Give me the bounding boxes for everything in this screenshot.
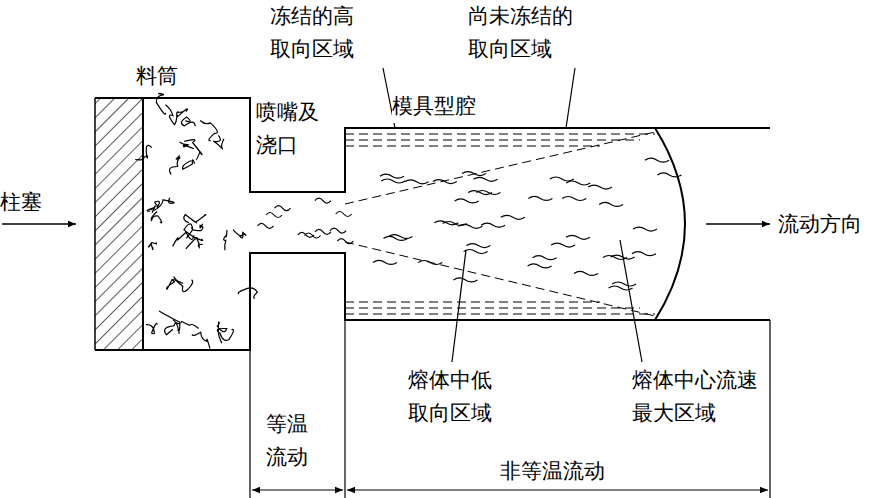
- molecule-dash: [405, 180, 429, 184]
- plunger-hatch: [95, 98, 143, 350]
- molecule-dash: [645, 158, 669, 162]
- molecule-dash: [566, 181, 590, 185]
- polymer-coil: [266, 213, 282, 218]
- polymer-coil: [192, 332, 210, 348]
- polymer-coil: [159, 311, 180, 331]
- polymer-coil: [147, 206, 155, 213]
- polymer-coil: [224, 230, 227, 250]
- molecule-dash: [468, 191, 492, 195]
- polymer-coil: [180, 142, 195, 149]
- molecule-dash: [633, 227, 657, 231]
- polymer-coil: [154, 198, 174, 211]
- molecule-dash: [434, 221, 458, 225]
- molecule-dash: [455, 199, 479, 203]
- molecule-dash: [566, 235, 590, 239]
- polymer-coil: [151, 212, 162, 223]
- label: 料筒: [136, 60, 199, 93]
- polymer-coil: [213, 135, 224, 149]
- molecule-dash: [657, 173, 681, 177]
- polymer-coil: [275, 206, 291, 211]
- molecule-dash: [588, 185, 612, 189]
- polymer-coil: [146, 323, 157, 333]
- polymer-coil: [218, 329, 233, 343]
- polymer-coil: [136, 145, 152, 160]
- polymer-coil: [217, 322, 227, 332]
- molecule-dash: [433, 180, 457, 184]
- frozen-layer: [345, 132, 655, 316]
- molecule-dash: [612, 282, 636, 286]
- polymer-coil: [165, 105, 177, 125]
- polymer-coil: [336, 212, 352, 217]
- molecule-dash: [458, 224, 482, 228]
- polymer-coil: [167, 280, 184, 289]
- molecule-dash: [551, 243, 575, 247]
- label: 柱塞: [0, 186, 63, 219]
- label: 喷嘴及 浇口: [256, 96, 330, 162]
- melt-front: [655, 128, 685, 320]
- molecule-dash: [466, 244, 490, 248]
- molecule-dash: [373, 260, 397, 264]
- molecule-dash: [574, 271, 598, 275]
- polymer-coil: [183, 160, 195, 169]
- polymer-coil: [200, 120, 217, 140]
- molecule-dash: [464, 250, 488, 254]
- polymer-coil: [258, 223, 274, 228]
- polymer-coil: [156, 93, 165, 114]
- molecule-dash: [562, 197, 586, 201]
- molecule-dash: [599, 202, 623, 206]
- polymer-coil: [184, 215, 206, 223]
- label: 熔体中心流速 最大区域: [632, 364, 769, 430]
- plunger-face: [142, 98, 144, 350]
- polymer-coil: [315, 229, 331, 234]
- direction-arrows: [2, 223, 770, 225]
- dimension-lines: [250, 253, 770, 498]
- polymer-coil: [165, 323, 180, 335]
- label: 流动方向: [778, 208, 883, 241]
- label: 熔体中低 取向区域: [408, 364, 503, 430]
- label: 冻结的高 取向区域: [270, 0, 365, 66]
- molecule-dash: [418, 261, 442, 265]
- label: 尚未冻结的 取向区域: [468, 0, 584, 66]
- polymer-coil: [238, 288, 257, 299]
- polymer-coil: [170, 156, 181, 175]
- molecule-dash: [550, 177, 574, 181]
- polymer-coil: [186, 238, 203, 249]
- molecule-dash: [474, 177, 498, 181]
- molecule-dash: [528, 264, 552, 268]
- polymer-coil: [233, 230, 246, 238]
- molecule-dash: [384, 236, 408, 240]
- label: 模具型腔: [392, 90, 497, 123]
- molecule-dash: [380, 174, 404, 178]
- molecule-dash: [481, 223, 505, 227]
- molecule-dash: [533, 256, 557, 260]
- molecule-dash: [462, 172, 486, 176]
- polymer-coil: [177, 109, 188, 117]
- polymer-coil: [192, 224, 203, 231]
- polymer-coil: [148, 243, 156, 250]
- polymer-coil: [181, 117, 195, 126]
- polymer-coil: [330, 228, 346, 233]
- molecule-dash: [381, 179, 405, 183]
- polymer-coil: [315, 198, 331, 203]
- polymer-coil: [184, 140, 202, 160]
- leader-lines: [383, 68, 642, 362]
- molecule-dash: [528, 196, 552, 200]
- label: 非等温流动: [500, 455, 616, 488]
- polymer-coil: [305, 233, 321, 238]
- molecule-dash: [632, 252, 656, 256]
- label: 等温 流动: [266, 408, 319, 474]
- polymer-coil: [174, 277, 193, 292]
- polymer-coil: [337, 239, 353, 244]
- barrel-bottom-wall: [95, 253, 770, 350]
- molecule-dash: [501, 215, 525, 219]
- molecule-dash: [454, 278, 478, 282]
